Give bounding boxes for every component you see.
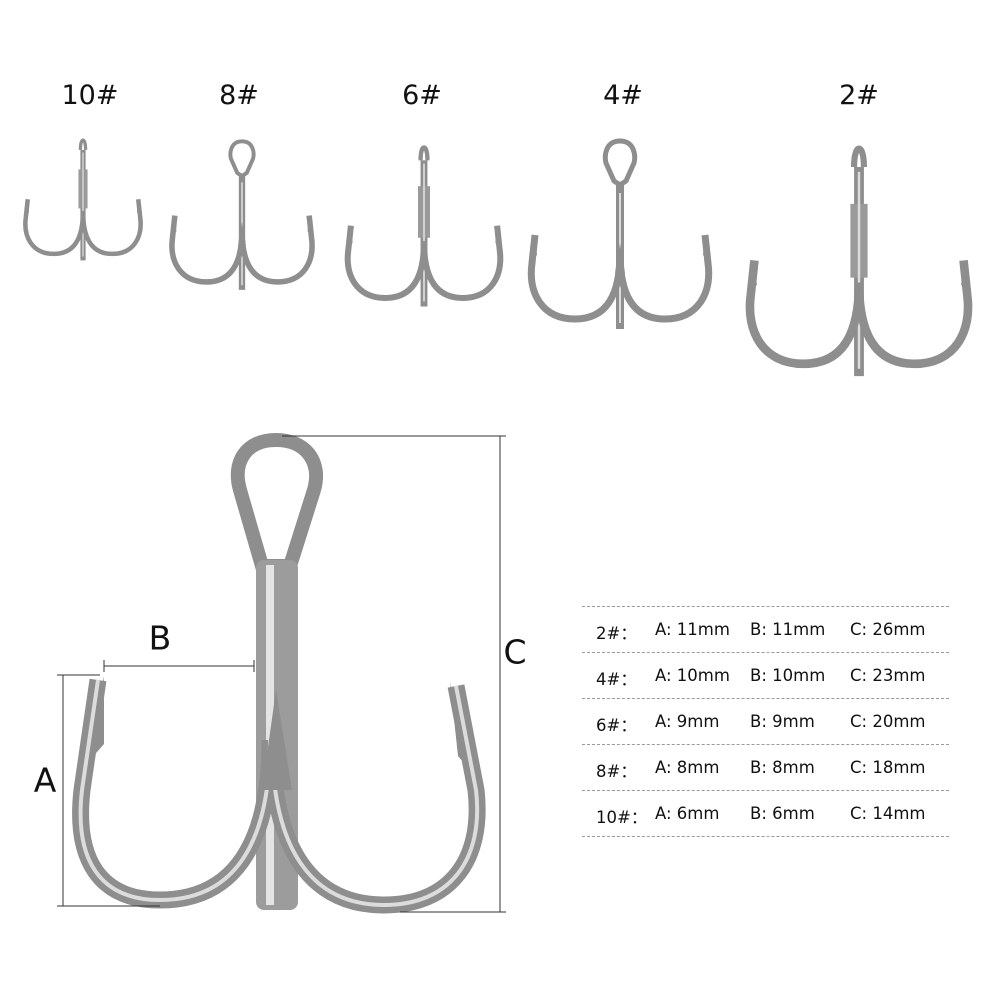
spec-row-6: 6#： A: 9mm B: 9mm C: 20mm [582,699,949,745]
size-label-10: 10# [61,80,119,111]
spec-c: C: 18mm [850,758,926,777]
spec-c: C: 14mm [850,804,926,823]
spec-row-10: 10#： A: 6mm B: 6mm C: 14mm [582,791,949,837]
spec-b: B: 8mm [750,758,815,777]
large-hook-image [72,432,486,914]
hook-4-image [529,141,711,329]
size-label-6: 6# [402,80,442,111]
spec-b: B: 6mm [750,804,815,823]
size-label-2: 2# [839,80,879,111]
hook-10-image [24,140,142,260]
spec-a: A: 6mm [655,804,720,823]
dimension-b-label: B [148,618,172,658]
spec-table: 2#： A: 11mm B: 11mm C: 26mm 4#： A: 10mm … [582,606,949,837]
spec-b: B: 9mm [750,712,815,731]
spec-a: A: 11mm [655,620,730,639]
spec-a: A: 8mm [655,758,720,777]
hook-2-image [747,149,971,377]
spec-size: 2#： [596,624,637,643]
spec-c: C: 26mm [850,620,926,639]
size-label-4: 4# [603,80,643,111]
spec-a: A: 9mm [655,712,720,731]
hook-8-image [170,141,314,290]
spec-size: 10#： [596,808,648,827]
dimension-a-label: A [33,760,57,800]
spec-b: B: 11mm [750,620,826,639]
hook-6-image [346,147,503,306]
spec-c: C: 20mm [850,712,926,731]
spec-b: B: 10mm [750,666,826,685]
spec-a: A: 10mm [655,666,730,685]
spec-c: C: 23mm [850,666,926,685]
dimension-c-label: C [503,632,527,672]
spec-row-8: 8#： A: 8mm B: 8mm C: 18mm [582,745,949,791]
dimension-c-line [282,435,506,913]
dimension-a-line [57,674,160,907]
spec-row-2: 2#： A: 11mm B: 11mm C: 26mm [582,607,949,653]
spec-row-4: 4#： A: 10mm B: 10mm C: 23mm [582,653,949,699]
size-label-8: 8# [219,80,259,111]
spec-size: 8#： [596,762,637,781]
spec-size: 6#： [596,716,637,735]
spec-size: 4#： [596,670,637,689]
dimension-b-line [103,660,255,672]
